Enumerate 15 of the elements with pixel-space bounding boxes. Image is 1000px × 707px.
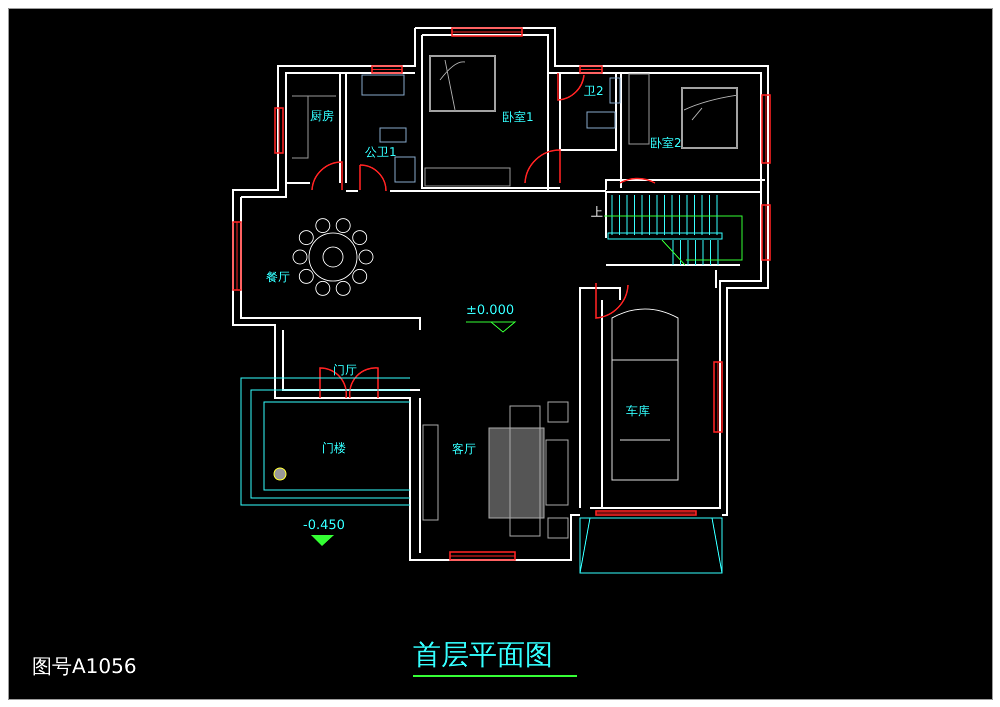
room-label: 门楼 xyxy=(322,441,346,455)
drawing-number: 图号A1056 xyxy=(32,655,137,677)
plan-title: 首层平面图 xyxy=(413,640,553,670)
room-label: 门厅 xyxy=(333,363,357,377)
stair-direction-label: 上 xyxy=(591,205,603,219)
room-label: 车库 xyxy=(626,404,650,418)
room-label: 卧室1 xyxy=(502,110,534,124)
room-label: 卧室2 xyxy=(650,136,682,150)
room-label: 公卫1 xyxy=(365,145,397,159)
level-label: ±0.000 xyxy=(466,303,514,318)
room-label: 卫2 xyxy=(584,84,604,98)
room-label: 厨房 xyxy=(310,109,334,123)
room-label: 客厅 xyxy=(452,442,476,456)
level-label: -0.450 xyxy=(303,518,345,533)
room-label: 餐厅 xyxy=(266,270,290,284)
